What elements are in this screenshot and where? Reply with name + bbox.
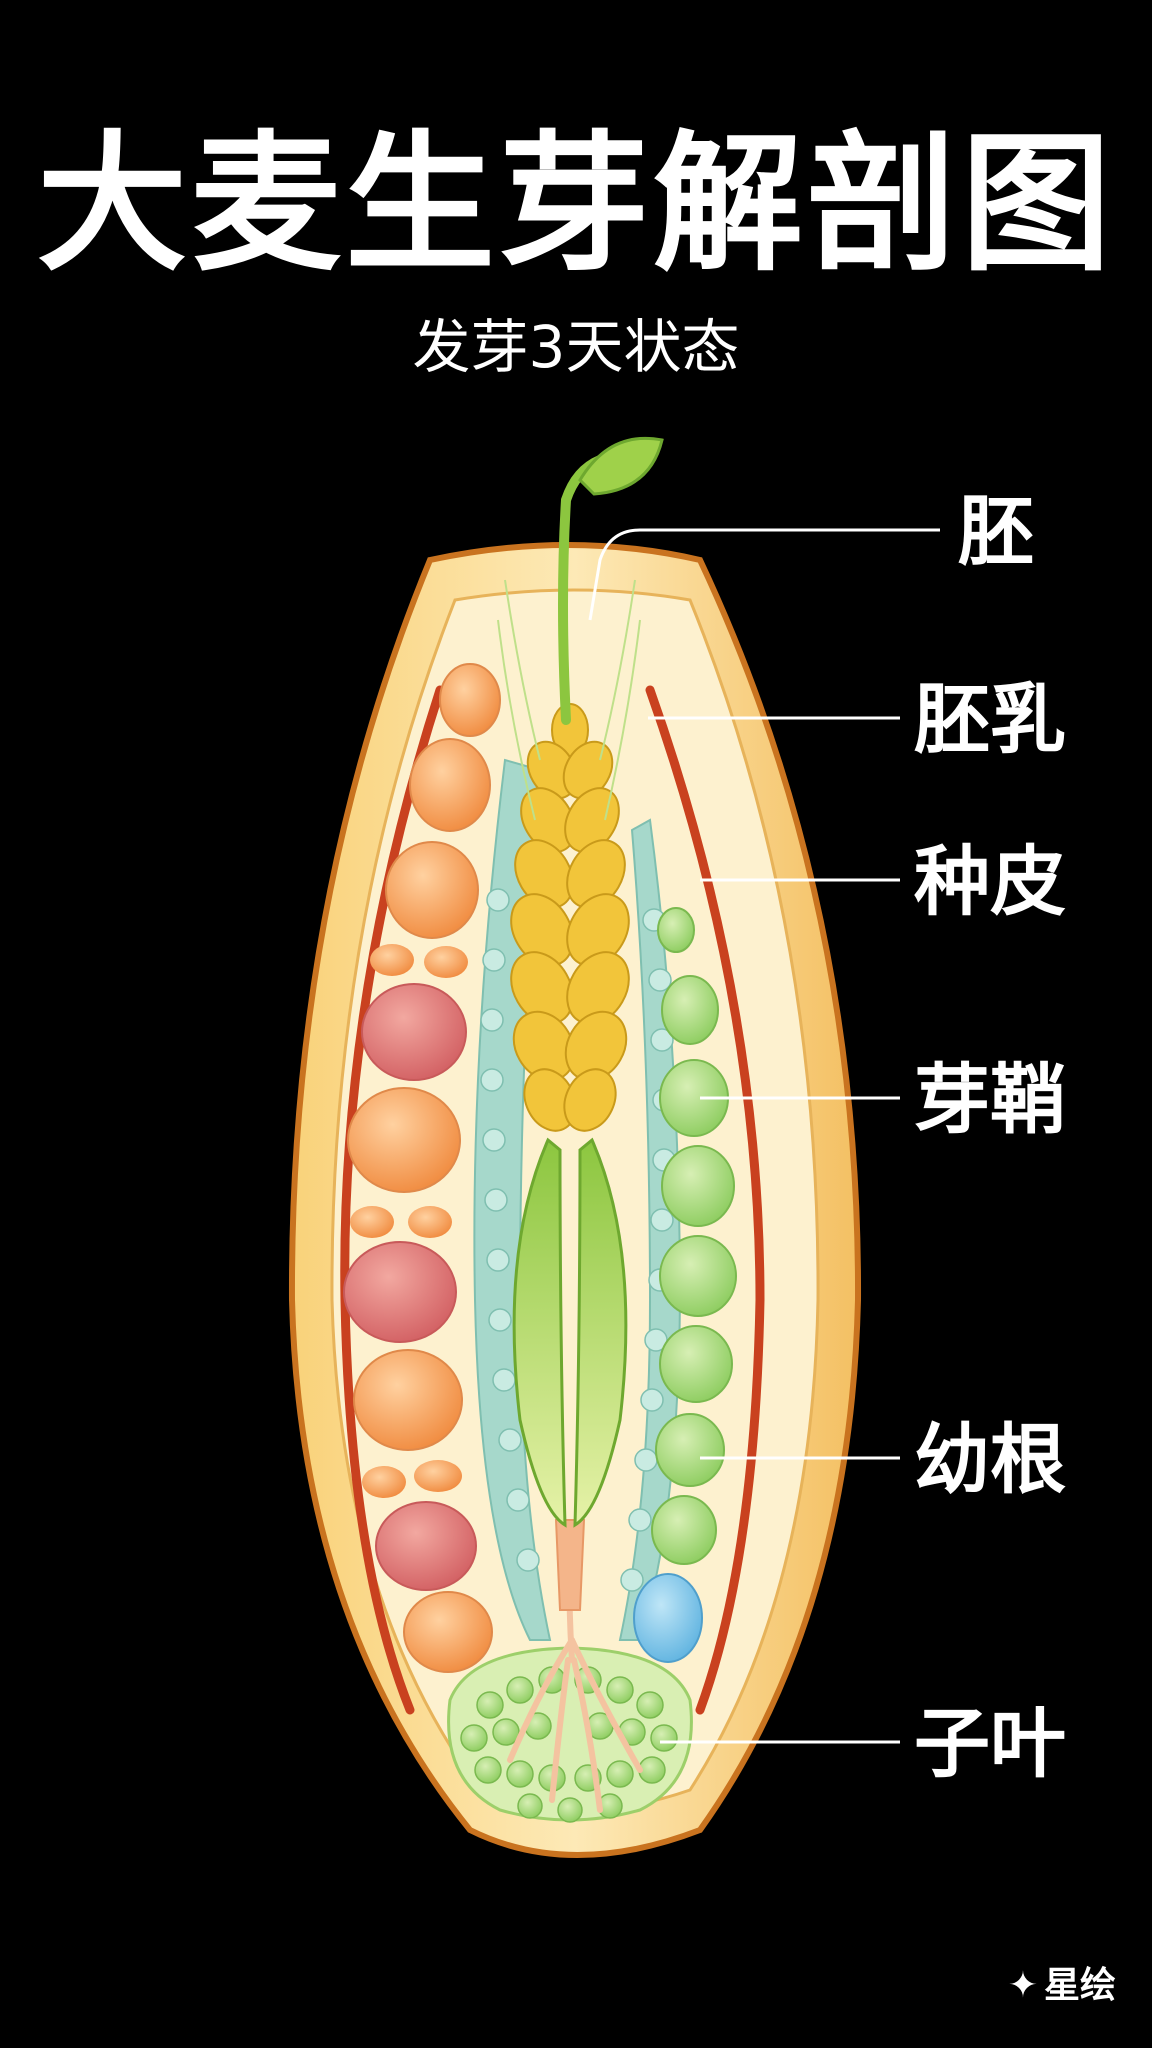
watermark: ✦星绘	[1008, 1956, 1116, 2008]
label-cotyledon: 子叶	[914, 1699, 1066, 1788]
label-coleoptile: 芽鞘	[914, 1055, 1066, 1144]
watermark-text: 星绘	[1044, 1965, 1116, 2006]
label-radicle: 幼根	[914, 1415, 1066, 1504]
label-embryo: 胚	[958, 487, 1034, 576]
label-endosperm: 胚乳	[914, 675, 1066, 764]
radicle-stem	[556, 1520, 584, 1610]
sparkle-icon: ✦	[1008, 1965, 1038, 2006]
sprout-leaf	[580, 438, 662, 494]
label-seed-coat: 种皮	[914, 837, 1066, 926]
